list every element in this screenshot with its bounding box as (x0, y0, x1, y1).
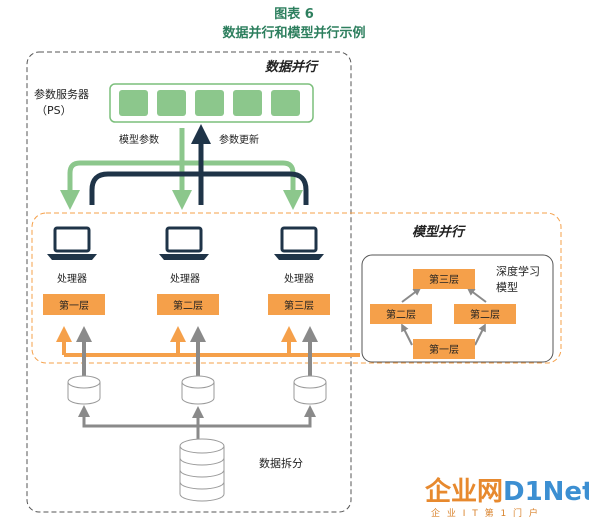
model-layer-top-label: 第三层 (429, 273, 459, 286)
arrow-bottom-right (474, 323, 486, 346)
deep-model-label-1: 深度学习 (496, 264, 540, 278)
layer-box-label: 第一层 (59, 299, 89, 312)
laptop-icon (47, 226, 97, 260)
arrow-bottom-left (401, 323, 413, 346)
model-layer-bottom (413, 339, 475, 359)
data-split-label: 数据拆分 (259, 456, 303, 470)
arrow-right-top (466, 287, 487, 303)
figure-title: 数据并行和模型并行示例 (222, 25, 365, 41)
params-update-label: 参数更新 (219, 133, 259, 146)
layer-box (43, 294, 105, 315)
watermark-brand-en: D1Net (503, 477, 589, 507)
model-parallel-label: 模型并行 (412, 224, 466, 240)
params-update-arrows (89, 124, 309, 205)
ps-cell (195, 90, 224, 116)
worker-1: 处理器 第一层 (43, 226, 105, 315)
data-shard-3 (293, 375, 327, 405)
model-layer-arrows (401, 287, 487, 346)
laptop-icon (274, 226, 324, 260)
data-shard-2 (181, 375, 215, 405)
orange-flow (56, 326, 360, 357)
data-up-arrows (76, 326, 318, 376)
arrow-left-top (401, 287, 422, 303)
ps-cell (157, 90, 186, 116)
watermark-brand-cn: 企业网 (425, 476, 503, 507)
layer-box-label: 第二层 (173, 299, 203, 312)
watermark-tagline: 企 业 I T 第 1 门 户 (431, 507, 540, 519)
deep-model-label-2: 模型 (496, 280, 518, 294)
processor-label: 处理器 (284, 273, 314, 285)
model-layer-bottom-label: 第一层 (429, 343, 459, 356)
worker-3: 处理器 第三层 (268, 226, 330, 315)
data-split-arrows (78, 405, 316, 440)
model-params-label: 模型参数 (119, 133, 159, 146)
model-layer-right-label: 第二层 (470, 308, 500, 321)
processor-label: 处理器 (170, 273, 200, 285)
ps-label-line2: （PS） (36, 104, 72, 117)
model-layer-right (454, 304, 516, 324)
layer-box (268, 294, 330, 315)
laptop-icon (159, 226, 209, 260)
data-shard-1 (67, 375, 101, 405)
processor-label: 处理器 (57, 273, 87, 285)
model-parallel-frame (31, 212, 562, 364)
watermark: 企业网 D1Net 企 业 I T 第 1 门 户 (425, 476, 589, 519)
parameter-server-cells (119, 90, 300, 116)
worker-2: 处理器 第二层 (157, 226, 219, 315)
ps-cell (119, 90, 148, 116)
ps-label-line1: 参数服务器 (34, 87, 89, 101)
layer-box-label: 第三层 (284, 299, 314, 312)
ps-cell (233, 90, 262, 116)
data-parallel-label: 数据并行 (265, 59, 319, 75)
model-params-arrows (60, 128, 303, 210)
layer-box (157, 294, 219, 315)
model-layer-left (370, 304, 432, 324)
ps-cell (271, 90, 300, 116)
data-parallel-frame (26, 51, 352, 513)
figure-number: 图表 6 (274, 6, 314, 22)
green-arrow-left (60, 160, 182, 210)
model-layer-top (413, 269, 475, 289)
model-layer-left-label: 第二层 (386, 308, 416, 321)
database-icon (179, 438, 225, 502)
